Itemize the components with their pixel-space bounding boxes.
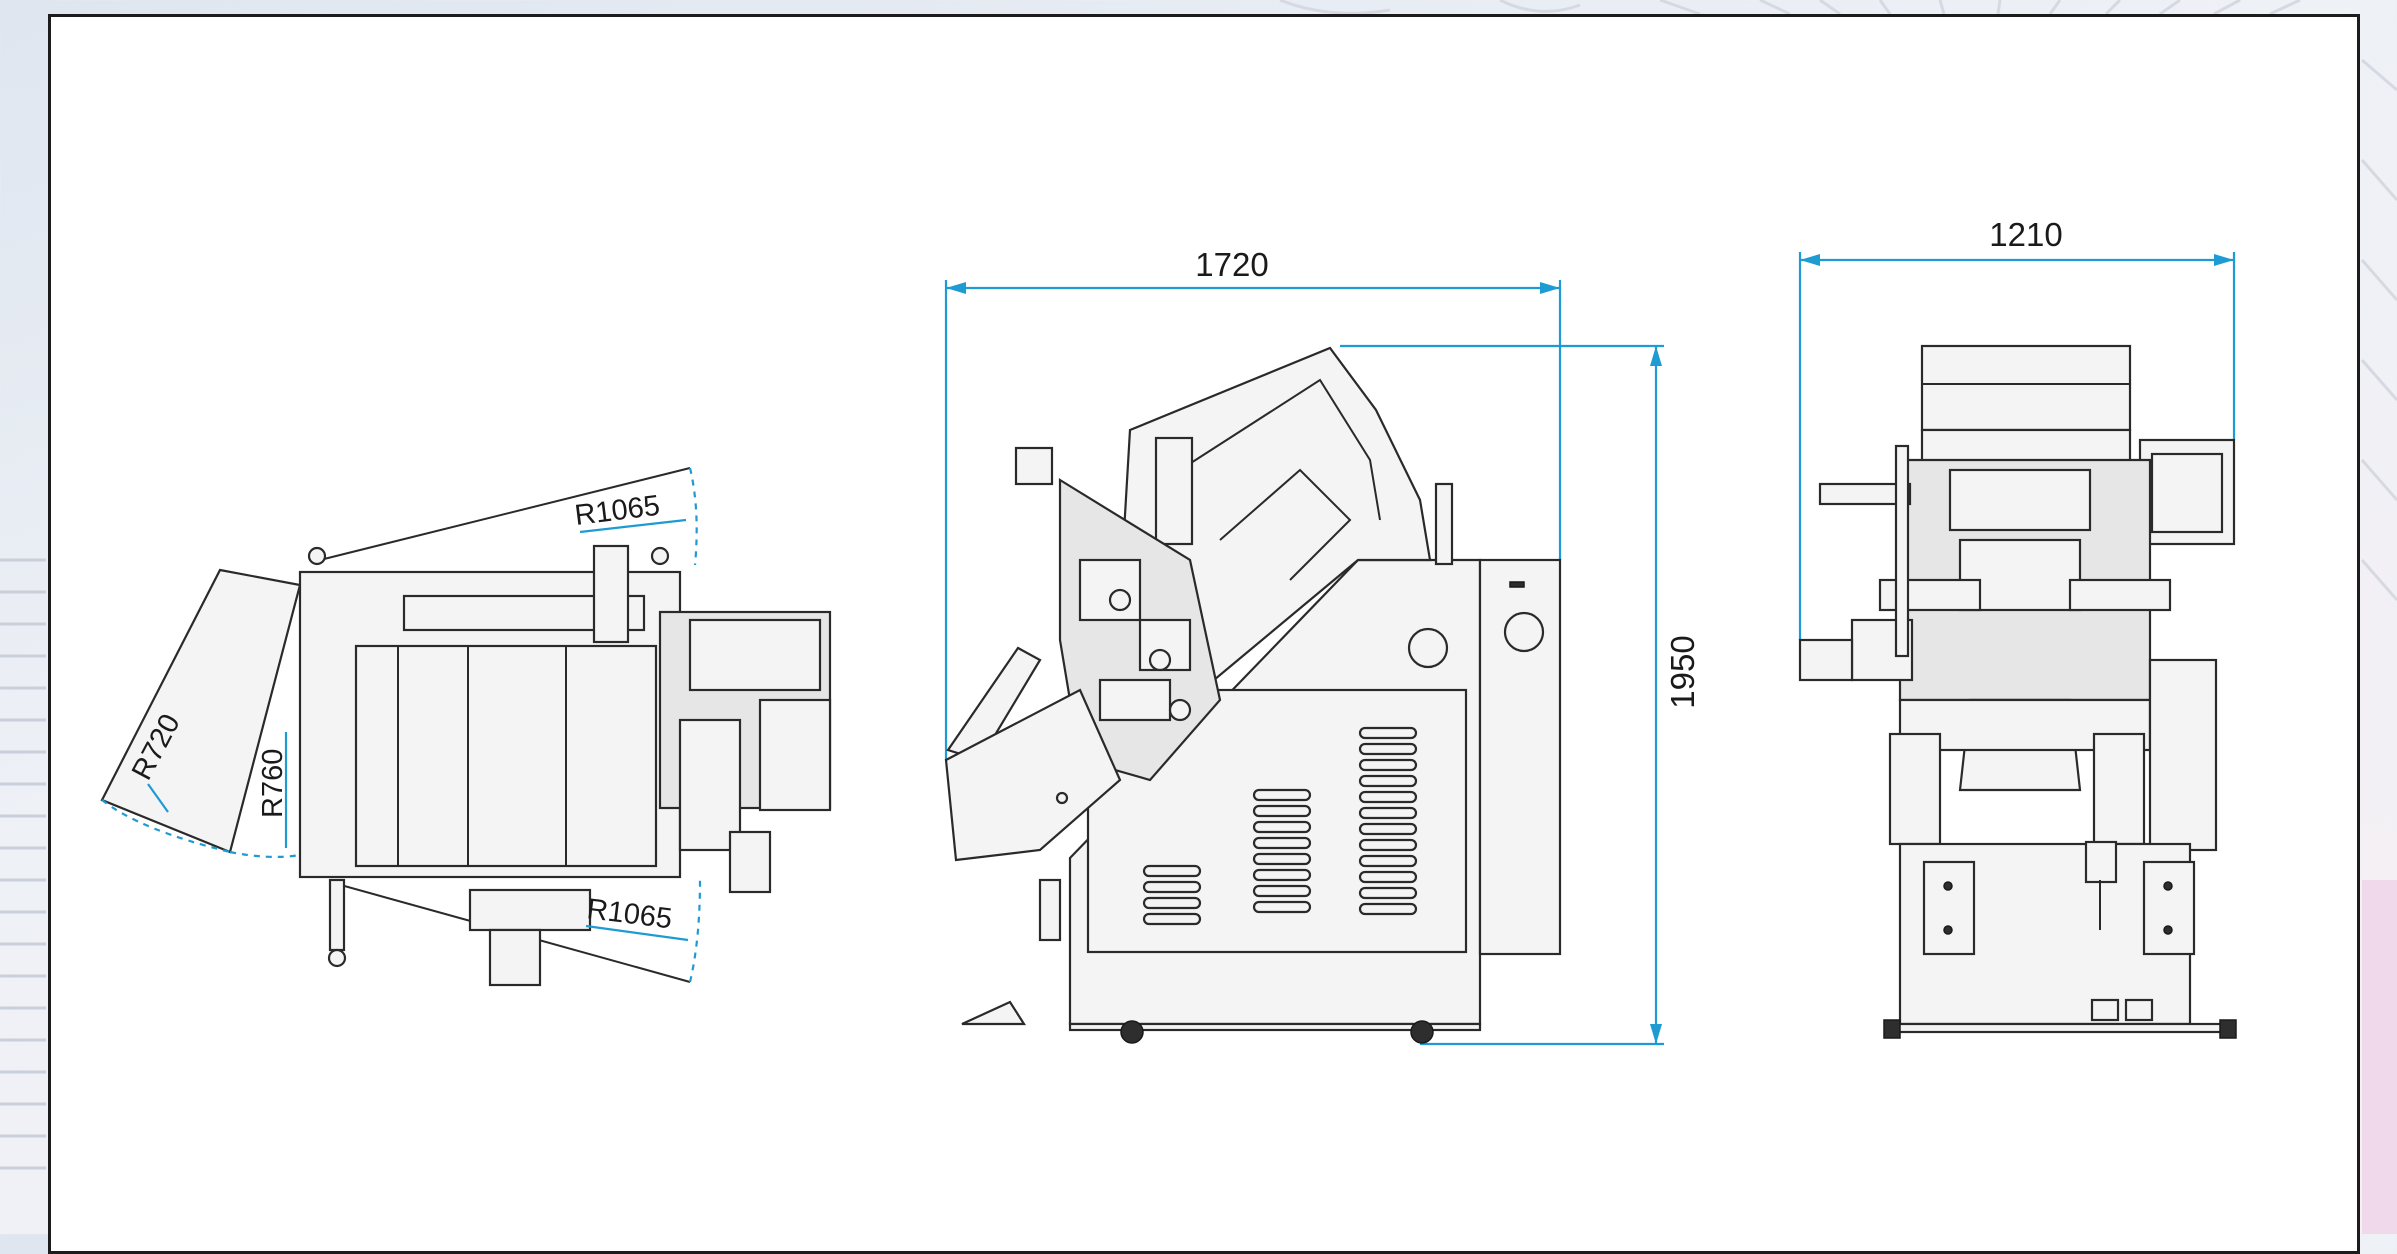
side-view-pedal: [961, 1000, 1027, 1026]
label-r1065-lower: R1065: [585, 893, 674, 935]
front-view-right-column: [2092, 732, 2146, 846]
front-view-top-housing: [1920, 344, 2132, 432]
label-r760: R760: [257, 749, 289, 818]
front-view-left-arm: [1818, 482, 1912, 506]
side-view: 1720 1950: [944, 246, 1701, 1046]
left-stripes: [0, 558, 46, 1170]
top-view-handle: [328, 878, 346, 952]
top-view-bed: [354, 644, 658, 868]
side-view-bracket: [1014, 446, 1054, 486]
top-view-r1065-upper-line: [579, 518, 687, 534]
label-r1065-upper: R1065: [573, 490, 662, 532]
label-side-height: 1950: [1664, 635, 1701, 708]
front-view-base: [1888, 1022, 2236, 1034]
top-view-base-plate: [468, 888, 592, 932]
top-view-r720-line: [147, 783, 169, 813]
side-view-port-1: [1407, 627, 1449, 669]
front-view-side-cabinet: [2148, 658, 2218, 852]
front-view-left-column: [1888, 732, 1942, 846]
side-view-upper-post: [1154, 436, 1194, 546]
top-view-pump: [728, 830, 772, 894]
front-view-door-left: [1922, 860, 1976, 956]
side-view-wheel-2: [1410, 1020, 1434, 1044]
front-view: 1210: [1798, 216, 2237, 1039]
top-view-upper-arc: [688, 467, 698, 566]
top-view-motor: [688, 618, 822, 692]
top-view-lower-arc: [688, 879, 702, 983]
top-view: R1065 R1065 R720 R760: [100, 467, 832, 987]
top-view-r1065-lower-line: [585, 924, 689, 942]
label-side-width: 1720: [1195, 246, 1268, 283]
side-view-vents: [1142, 726, 1418, 926]
top-right-arcs: [1279, 0, 2397, 601]
top-view-pedal: [488, 928, 542, 987]
top-view-inner-arc: [229, 850, 301, 858]
label-front-width: 1210: [1989, 216, 2062, 253]
top-view-upper-swing-line: [319, 467, 691, 561]
top-view-post: [592, 544, 630, 644]
pink-accent: [2362, 880, 2397, 1234]
front-view-door-right: [2142, 860, 2196, 956]
top-view-gear: [678, 718, 742, 852]
side-view-rod: [1434, 482, 1454, 566]
side-view-wheel-1: [1120, 1020, 1144, 1044]
top-view-motor-2: [758, 698, 832, 812]
side-view-port-2: [1503, 611, 1545, 653]
side-view-tray: [944, 688, 1122, 862]
